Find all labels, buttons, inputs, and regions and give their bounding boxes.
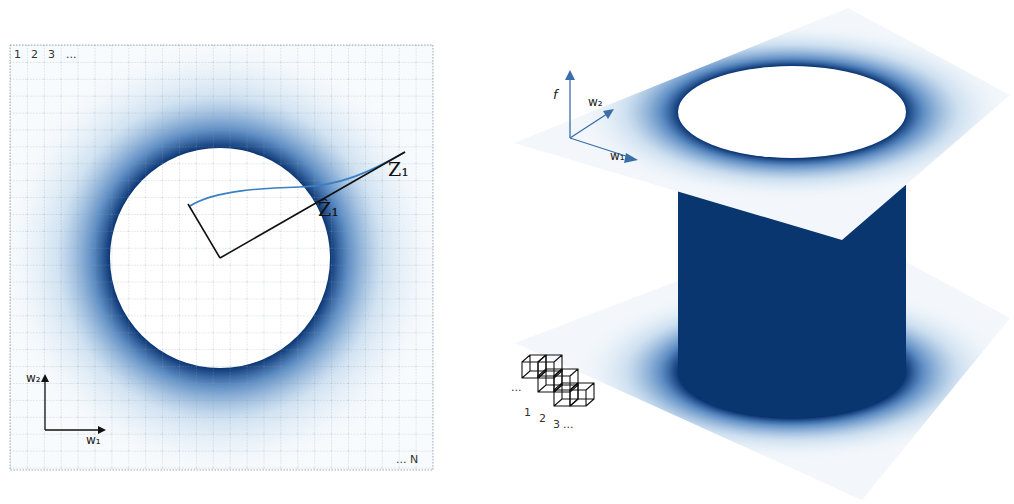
grid-index: 2: [539, 413, 546, 424]
grid-index: 3: [553, 419, 560, 430]
grid-index: ...: [511, 382, 522, 393]
grid-cube: [554, 369, 578, 392]
grid-index: ...: [66, 49, 77, 60]
right-panel: [514, 8, 1014, 500]
axis-label: f: [553, 88, 558, 101]
axis-label: w₁: [86, 434, 101, 446]
left-panel: [0, 26, 452, 490]
grid-cube: [538, 355, 562, 378]
grid-index: 1: [524, 407, 531, 418]
axis-label: w₂: [26, 372, 41, 384]
grid-index: 1: [14, 49, 21, 60]
grid-cube: [570, 383, 594, 406]
grid-index: 2: [31, 49, 38, 60]
grid-index: ... N: [396, 454, 418, 465]
axis-label: w₁: [610, 150, 625, 162]
axis-label: w₂: [588, 96, 603, 108]
grid-index: ...: [563, 419, 574, 430]
grid-index: 3: [48, 49, 55, 60]
vector-label: Z₁: [388, 160, 409, 179]
vector-label: Ẑ₁: [318, 200, 339, 219]
